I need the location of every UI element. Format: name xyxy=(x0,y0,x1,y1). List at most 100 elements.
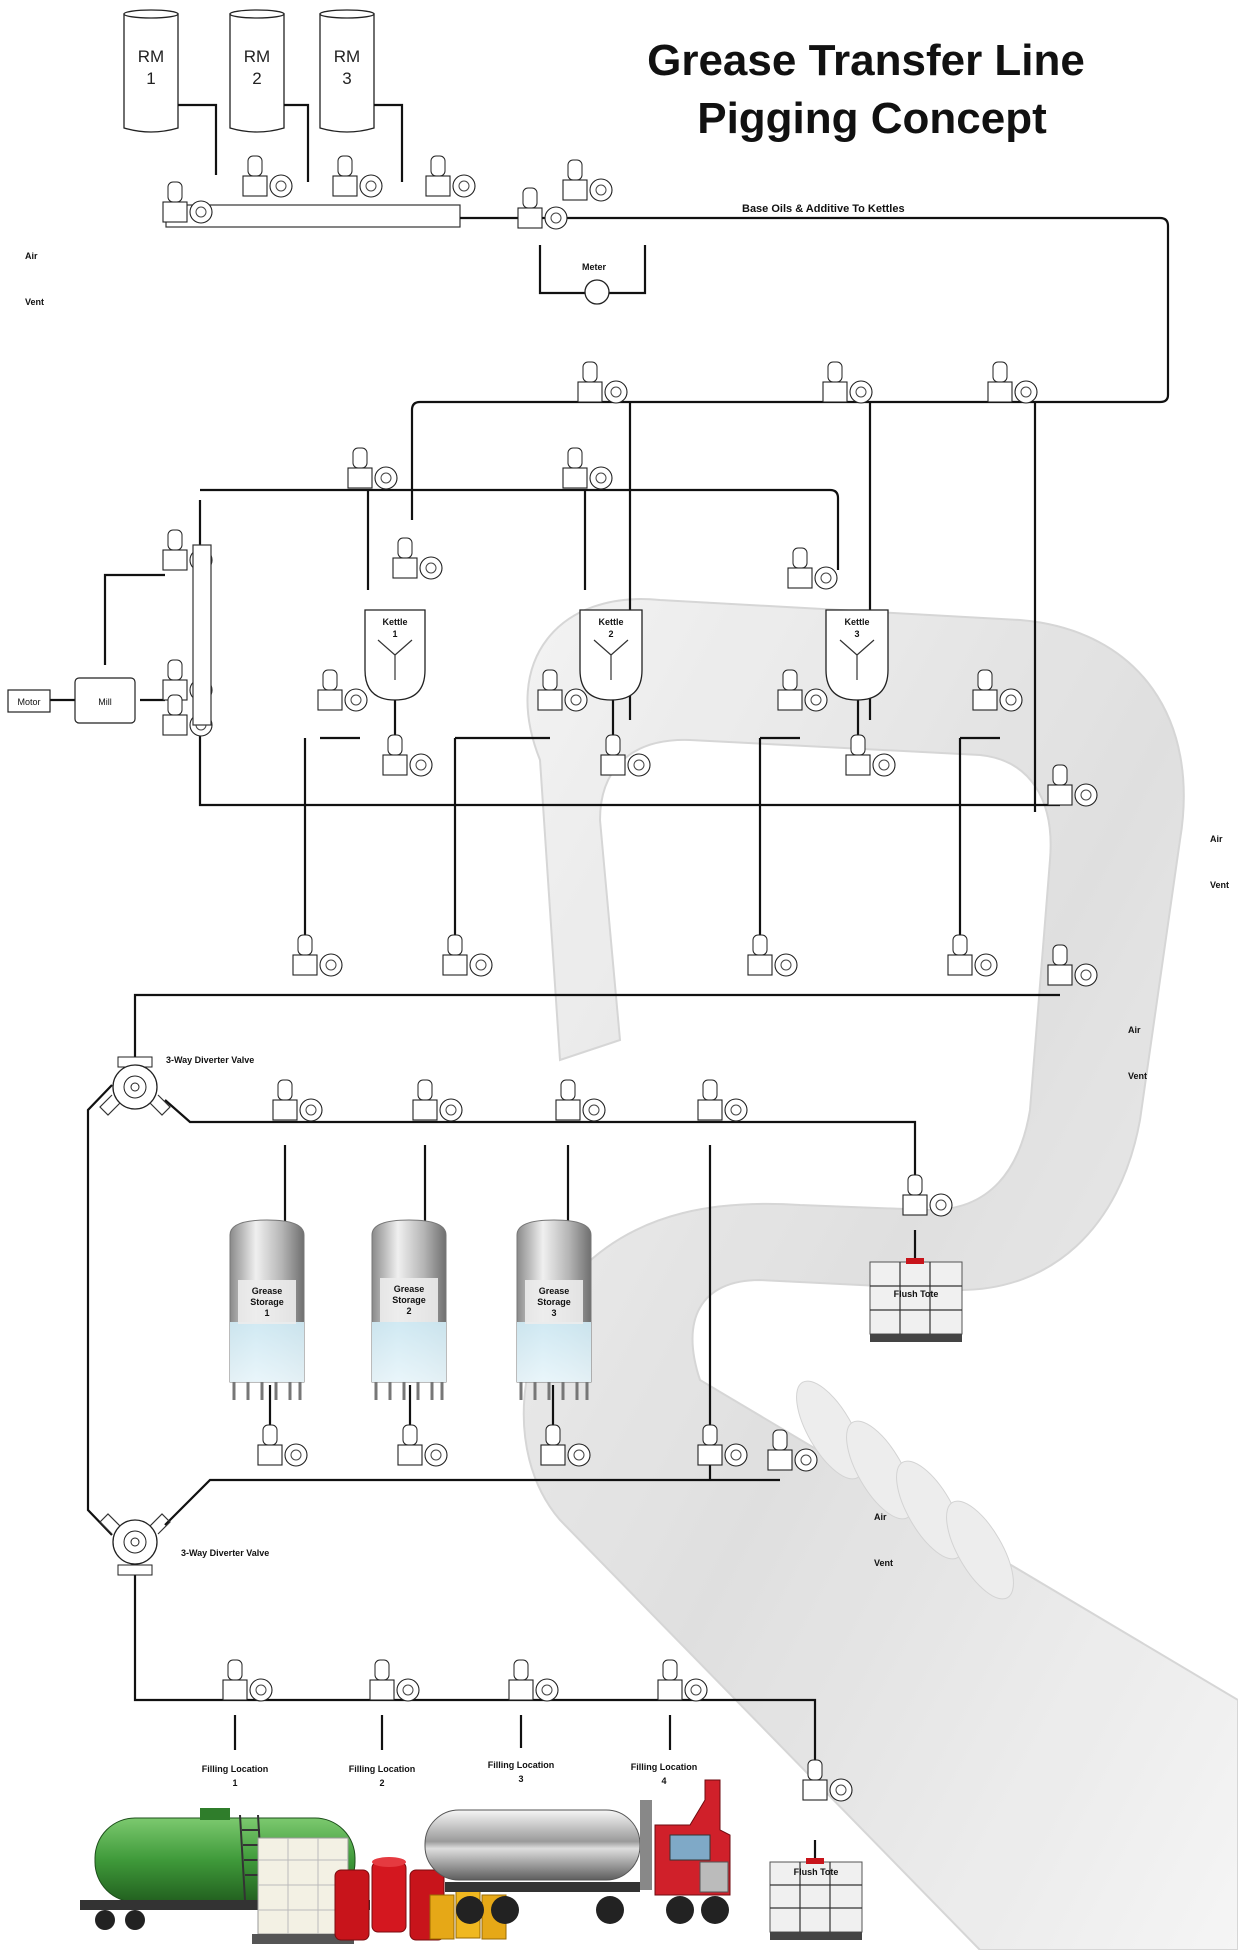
actuated-valve xyxy=(317,669,368,712)
actuated-valve xyxy=(272,1079,323,1122)
actuated-valve xyxy=(697,1424,748,1467)
diverter-valve-2 xyxy=(99,1513,171,1576)
diagram-title-line1: Grease Transfer Line xyxy=(647,36,1085,85)
flush-tote-2-label: Flush Tote xyxy=(794,1867,839,1877)
actuated-valve xyxy=(577,361,628,404)
mill-box xyxy=(74,677,136,724)
kettle-1: Kettle 1 xyxy=(364,609,426,701)
grease-storage-1-number: 1 xyxy=(264,1308,269,1318)
filling-location-1-label: Filling Location xyxy=(202,1764,269,1774)
mill-label: Mill xyxy=(98,697,112,707)
vent-label-1: Vent xyxy=(25,297,44,307)
air-label-1: Air xyxy=(25,251,38,261)
kettle-2-number: 2 xyxy=(608,629,613,639)
diagram-title-line2: Pigging Concept xyxy=(697,94,1047,143)
actuated-valve xyxy=(600,734,651,777)
kettle-1-number: 1 xyxy=(392,629,397,639)
kettle-3-label: Kettle xyxy=(844,617,869,627)
actuated-valve xyxy=(947,934,998,977)
filling-location-3-label: Filling Location xyxy=(488,1760,555,1770)
rm-3-label: RM xyxy=(334,47,360,66)
filling-location-2: Filling Location 2 xyxy=(349,1715,415,1788)
actuated-valve xyxy=(162,181,213,224)
actuated-valve xyxy=(222,1659,273,1702)
rm-1-number: 1 xyxy=(146,69,155,88)
actuated-valve xyxy=(972,669,1023,712)
filling-location-1-number: 1 xyxy=(232,1778,237,1788)
filling-location-3-number: 3 xyxy=(518,1774,523,1784)
rm-2-label: RM xyxy=(244,47,270,66)
actuated-valve xyxy=(767,1429,818,1472)
actuated-valve xyxy=(332,155,383,198)
kettle-3: Kettle 3 xyxy=(825,609,889,701)
actuated-valve xyxy=(537,669,588,712)
actuated-valve xyxy=(392,537,443,580)
actuated-valve xyxy=(697,1079,748,1122)
kettle-3-number: 3 xyxy=(854,629,859,639)
flow-meter xyxy=(584,279,610,305)
actuated-valve xyxy=(382,734,433,777)
rm-2-number: 2 xyxy=(252,69,261,88)
actuated-valve xyxy=(802,1759,853,1802)
air-label-3: Air xyxy=(1128,1025,1141,1035)
actuated-valve xyxy=(747,934,798,977)
raw-material-tank-3: RM 3 xyxy=(319,9,375,133)
actuated-valve xyxy=(292,934,343,977)
kettle-2-label: Kettle xyxy=(598,617,623,627)
ibc-tote xyxy=(252,1837,354,1944)
actuated-valve xyxy=(540,1424,591,1467)
raw-material-tank-1: RM 1 xyxy=(123,9,179,133)
actuated-valve xyxy=(562,159,613,202)
actuated-valve xyxy=(257,1424,308,1467)
kettle-2: Kettle 2 xyxy=(579,609,643,701)
rm-1-label: RM xyxy=(138,47,164,66)
actuated-valve xyxy=(412,1079,463,1122)
kettle-1-label: Kettle xyxy=(382,617,407,627)
raw-material-tank-2: RM 2 xyxy=(229,9,285,133)
diverter-label-1: 3-Way Diverter Valve xyxy=(166,1055,254,1065)
actuated-valve xyxy=(442,934,493,977)
actuated-valve xyxy=(555,1079,606,1122)
grease-storage-3-number: 3 xyxy=(551,1308,556,1318)
actuated-valve xyxy=(425,155,476,198)
actuated-valve xyxy=(369,1659,420,1702)
filling-location-1: Filling Location 1 xyxy=(202,1715,269,1788)
grease-storage-3-line2: Storage xyxy=(537,1297,571,1307)
filling-location-2-number: 2 xyxy=(379,1778,384,1788)
filling-location-3: Filling Location 3 xyxy=(488,1715,555,1784)
actuated-valve xyxy=(1047,944,1098,987)
air-label-4: Air xyxy=(874,1512,887,1522)
actuated-valve xyxy=(987,361,1038,404)
filling-location-4-number: 4 xyxy=(661,1776,666,1786)
rm-3-number: 3 xyxy=(342,69,351,88)
actuated-valve xyxy=(822,361,873,404)
motor-box xyxy=(7,689,51,713)
grease-storage-3-line1: Grease xyxy=(539,1286,570,1296)
grease-storage-2-line1: Grease xyxy=(394,1284,425,1294)
actuated-valve xyxy=(562,447,613,490)
grease-storage-1-line2: Storage xyxy=(250,1297,284,1307)
motor-label: Motor xyxy=(17,697,40,707)
flush-tote-1: Flush Tote xyxy=(869,1258,963,1342)
vent-label-4: Vent xyxy=(874,1558,893,1568)
grease-storage-2-line2: Storage xyxy=(392,1295,426,1305)
actuated-valve xyxy=(1047,764,1098,807)
vent-label-2: Vent xyxy=(1210,880,1229,890)
grease-storage-2-number: 2 xyxy=(406,1306,411,1316)
diverter-valve-1 xyxy=(99,1056,171,1116)
filling-location-4: Filling Location 4 xyxy=(631,1715,697,1786)
actuated-valve xyxy=(508,1659,559,1702)
diverter-label-2: 3-Way Diverter Valve xyxy=(181,1548,269,1558)
flush-tote-1-label: Flush Tote xyxy=(894,1289,939,1299)
tanker-truck xyxy=(424,1779,731,1924)
air-label-2: Air xyxy=(1210,834,1223,844)
actuated-valve xyxy=(777,669,828,712)
grease-storage-1: Grease Storage 1 xyxy=(229,1219,305,1400)
grease-storage-3: Grease Storage 3 xyxy=(516,1219,592,1400)
flush-tote-2: Flush Tote xyxy=(769,1858,863,1940)
grease-storage-1-line1: Grease xyxy=(252,1286,283,1296)
actuated-valve xyxy=(787,547,838,590)
meter-label: Meter xyxy=(582,262,607,272)
actuated-valve xyxy=(657,1659,708,1702)
